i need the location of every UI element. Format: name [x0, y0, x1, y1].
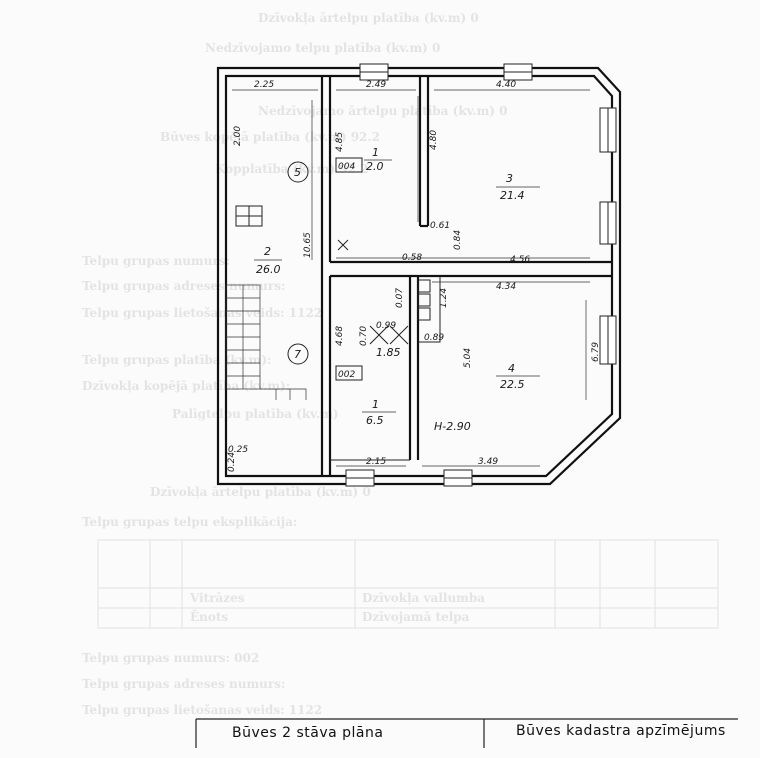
room-area-southwest: 6.5 [366, 414, 384, 427]
dim-22: 0.25 [228, 445, 248, 455]
unit-code-004: 004 [338, 162, 355, 172]
room-number-southeast: 4 [508, 362, 515, 375]
apartment-number-7: 7 [294, 348, 301, 361]
bg-text-15: Ēnots [190, 609, 228, 624]
room-area-closet: 1.85 [376, 346, 401, 359]
bg-text-5: Telpu grupas numurs: [82, 254, 230, 268]
dim-4: 4.85 [335, 132, 345, 152]
apartment-number-5: 5 [294, 166, 301, 179]
bg-text-14: Dzīvokļa vallumba [362, 591, 485, 606]
room-area-hall: 26.0 [256, 263, 281, 276]
hatch-square [235, 205, 263, 227]
dimension-values: 2.25 2.49 4.40 2.00 4.85 4.80 10.65 0.61… [227, 80, 601, 472]
bg-text-3: Būves kopējā platība (kv.m) 92.2 [160, 130, 380, 144]
bg-text-12: Telpu grupas telpu eksplikācija: [82, 515, 297, 529]
dim-23: 0.24 [227, 452, 237, 472]
room-area-southeast: 22.5 [500, 378, 525, 391]
dim-3: 2.00 [233, 126, 243, 146]
apartment-markers: 5 7 [287, 161, 309, 365]
chimney-cells [337, 239, 431, 345]
bg-text-8: Telpu grupas platība (kv.m): [82, 353, 272, 367]
dim-19: 6.79 [591, 342, 601, 362]
dim-2: 4.40 [496, 80, 516, 90]
dim-20: 2.15 [366, 457, 386, 467]
bg-text-16: Dzīvojamā telpa [362, 610, 470, 624]
unit-boxes [335, 157, 363, 381]
title-block-cadastral-label: Būves kadastra apzīmējums [516, 723, 726, 739]
staircase [225, 284, 307, 400]
room-number-small: 1 [372, 146, 379, 159]
bg-text-0: Dzīvokļa ārtelpu platība (kv.m) 0 [258, 11, 479, 26]
dim-5: 4.80 [429, 130, 439, 150]
dim-21: 3.49 [478, 457, 498, 467]
title-block-plan-label: Būves 2 stāva plāna [232, 725, 383, 741]
room-number-southwest: 1 [372, 398, 379, 411]
dim-0: 2.25 [254, 80, 274, 90]
dim-7: 0.61 [430, 221, 450, 231]
bg-text-18: Telpu grupas adreses numurs: [82, 677, 285, 691]
background-text-group: Dzīvokļa ārtelpu platība (kv.m) 0 Nedzīv… [82, 11, 507, 717]
dim-11: 0.07 [395, 288, 405, 308]
dim-13: 4.34 [496, 282, 516, 292]
dim-15: 0.70 [359, 326, 369, 346]
bg-text-6: Telpu grupas adreses numurs: [82, 279, 285, 293]
windows [345, 63, 617, 487]
dim-14: 4.68 [335, 326, 345, 346]
dim-17: 0.89 [424, 333, 444, 343]
bg-text-9: Dzīvokļa kopējā platība (kv.m): [82, 379, 290, 394]
dim-10: 0.58 [402, 253, 422, 263]
dim-9: 4.56 [510, 255, 530, 265]
room-area-northeast: 21.4 [500, 189, 525, 202]
background-table [97, 539, 719, 629]
bg-text-2: Nedzīvojamo ārtelpu platība (kv.m) 0 [258, 104, 507, 118]
room-labels: 2 26.0 3 21.4 1 2.0 4 22.5 1 6.5 1.85 [254, 146, 540, 427]
bg-text-10: Palīgtelpu platība (kv.m) [172, 407, 339, 421]
dimension-lines [232, 89, 590, 467]
dim-18: 5.04 [463, 348, 473, 368]
room-number-northeast: 3 [506, 172, 513, 185]
ceiling-height-note: H-2.90 [434, 420, 471, 433]
bg-text-13: Vitrāzes [189, 591, 245, 605]
room-area-small: 2.0 [366, 160, 384, 173]
dim-6: 10.65 [303, 232, 313, 258]
dim-16: 0.99 [376, 321, 396, 331]
room-number-hall: 2 [264, 245, 271, 258]
bg-text-19: Telpu grupas lietošanas veids: 1122 [82, 703, 322, 717]
title-block: Būves 2 stāva plāna Būves kadastra apzīm… [195, 718, 738, 748]
outer-walls [216, 66, 622, 486]
bg-text-17: Telpu grupas numurs: 002 [82, 651, 259, 665]
interior-walls [320, 76, 612, 476]
unit-code-002: 002 [338, 370, 355, 380]
bg-text-1: Nedzīvojamo telpu platība (kv.m) 0 [205, 41, 440, 55]
dim-8: 0.84 [453, 230, 463, 250]
bg-text-7: Telpu grupas lietošanas veids: 1122 [82, 306, 322, 320]
dim-12: 1.24 [439, 288, 449, 308]
dim-1: 2.49 [366, 80, 386, 90]
bg-text-11: Dzīvokļa ārtelpu platība (kv.m) 0 [150, 485, 371, 500]
